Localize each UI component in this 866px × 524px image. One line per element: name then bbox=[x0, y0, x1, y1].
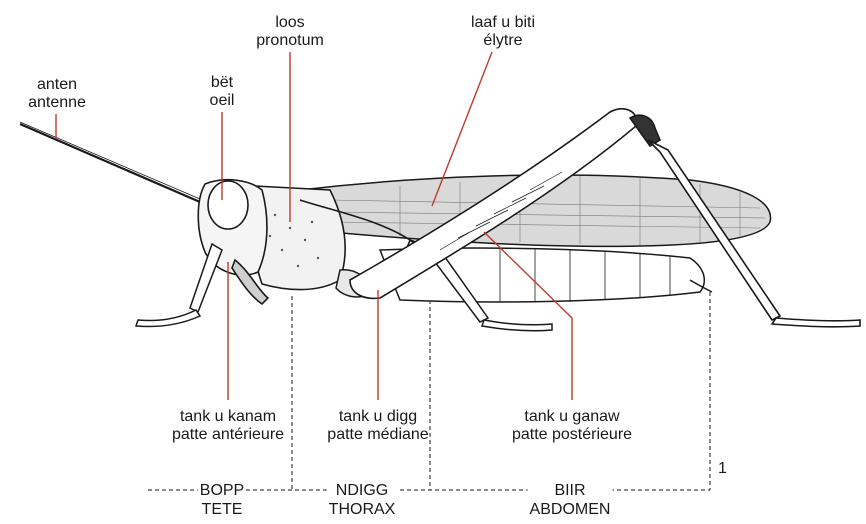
label-pronotum: loos pronotum bbox=[256, 14, 324, 50]
label-antenna: anten antenne bbox=[28, 76, 86, 112]
segment-thorax-wolof: NDIGG bbox=[329, 481, 396, 500]
segment-abdomen-wolof: BIIR bbox=[530, 481, 611, 500]
label-hindleg-wolof: tank u ganaw bbox=[512, 408, 632, 426]
label-elytra-wolof: laaf u biti bbox=[471, 14, 535, 32]
label-eye: bët oeil bbox=[210, 74, 235, 110]
label-foreleg-wolof: tank u kanam bbox=[172, 408, 284, 426]
foreleg-drawing bbox=[136, 244, 222, 327]
segment-thorax-french: THORAX bbox=[329, 500, 396, 519]
segment-abdomen: BIIR ABDOMEN bbox=[528, 481, 613, 519]
segment-abdomen-french: ABDOMEN bbox=[530, 500, 611, 519]
label-elytra-french: élytre bbox=[471, 32, 535, 50]
segment-dividers bbox=[148, 292, 710, 490]
label-foreleg: tank u kanam patte antérieure bbox=[172, 408, 284, 444]
label-midleg-french: patte médiane bbox=[327, 426, 428, 444]
label-eye-french: oeil bbox=[210, 92, 235, 110]
label-elytra: laaf u biti élytre bbox=[471, 14, 535, 50]
label-pronotum-wolof: loos bbox=[256, 14, 324, 32]
antenna-drawing bbox=[20, 122, 200, 202]
figure-number: 1 bbox=[718, 460, 727, 478]
label-antenna-wolof: anten bbox=[28, 76, 86, 94]
label-eye-wolof: bët bbox=[210, 74, 235, 92]
segment-head-wolof: BOPP bbox=[200, 481, 244, 500]
label-midleg: tank u digg patte médiane bbox=[327, 408, 428, 444]
label-hindleg: tank u ganaw patte postérieure bbox=[512, 408, 632, 444]
segment-head: BOPP TETE bbox=[198, 481, 246, 519]
segment-head-french: TETE bbox=[200, 500, 244, 519]
label-antenna-french: antenne bbox=[28, 94, 86, 112]
label-hindleg-french: patte postérieure bbox=[512, 426, 632, 444]
compound-eye-drawing bbox=[208, 181, 248, 229]
label-midleg-wolof: tank u digg bbox=[327, 408, 428, 426]
label-foreleg-french: patte antérieure bbox=[172, 426, 284, 444]
label-pronotum-french: pronotum bbox=[256, 32, 324, 50]
segment-thorax: NDIGG THORAX bbox=[327, 481, 398, 519]
